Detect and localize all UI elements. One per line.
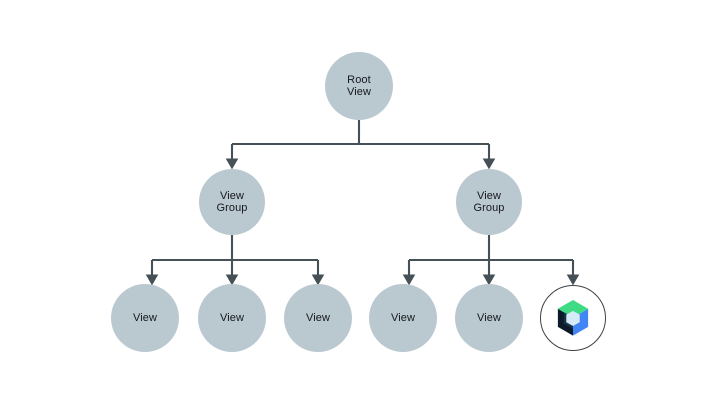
- node-view-4-label: View: [390, 311, 416, 324]
- node-view-2[interactable]: View: [198, 284, 266, 352]
- node-view-1-label: View: [132, 311, 158, 324]
- node-view-5-label: View: [476, 311, 502, 324]
- node-view-group-right-label: View Group: [473, 189, 505, 215]
- node-root-view[interactable]: Root View: [325, 52, 393, 120]
- node-compose[interactable]: [540, 285, 606, 351]
- node-root-view-label: Root View: [346, 73, 372, 99]
- node-view-2-label: View: [219, 311, 245, 324]
- node-view-group-right[interactable]: View Group: [456, 169, 522, 235]
- node-view-4[interactable]: View: [369, 284, 437, 352]
- node-view-group-left-label: View Group: [216, 189, 248, 215]
- node-view-3-label: View: [305, 311, 331, 324]
- node-view-5[interactable]: View: [455, 284, 523, 352]
- node-view-1[interactable]: View: [111, 284, 179, 352]
- node-view-3[interactable]: View: [284, 284, 352, 352]
- jetpack-compose-logo-icon: [557, 299, 589, 336]
- node-view-group-left[interactable]: View Group: [199, 169, 265, 235]
